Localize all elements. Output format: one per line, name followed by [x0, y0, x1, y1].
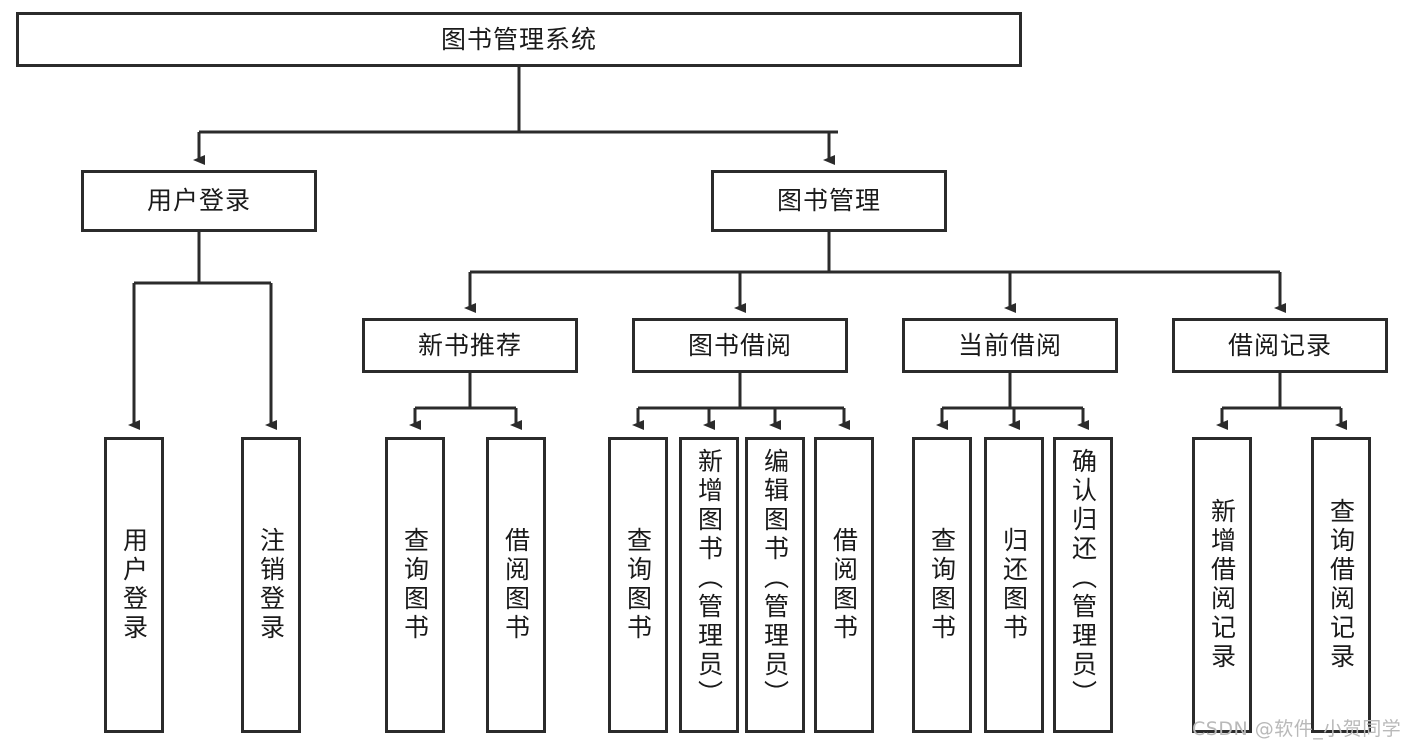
node-current-borrow[interactable]: 当前借阅: [902, 318, 1118, 373]
node-new-book-rec-label: 新书推荐: [417, 330, 522, 360]
node-leaf-add-book-admin-label: 新增图书（管理员）: [694, 448, 724, 709]
node-borrow-record-label: 借阅记录: [1227, 330, 1332, 360]
node-leaf-return-book[interactable]: 归还图书: [984, 437, 1044, 733]
node-borrow-record[interactable]: 借阅记录: [1172, 318, 1388, 373]
node-leaf-edit-book-admin-label: 编辑图书（管理员）: [760, 448, 790, 709]
node-user-login-label: 用户登录: [146, 186, 251, 216]
node-leaf-query-book-borrow-label: 查询图书: [623, 527, 653, 643]
node-leaf-query-book-rec[interactable]: 查询图书: [385, 437, 445, 733]
node-leaf-add-book-admin[interactable]: 新增图书（管理员）: [679, 437, 739, 733]
node-leaf-user-login-label: 用户登录: [119, 527, 149, 643]
node-leaf-user-login[interactable]: 用户登录: [104, 437, 164, 733]
node-new-book-rec[interactable]: 新书推荐: [362, 318, 578, 373]
node-leaf-edit-book-admin[interactable]: 编辑图书（管理员）: [745, 437, 805, 733]
node-book-borrow-label: 图书借阅: [687, 330, 792, 360]
node-leaf-borrow-book-rec-label: 借阅图书: [501, 527, 531, 643]
node-leaf-return-book-label: 归还图书: [999, 527, 1029, 643]
node-leaf-confirm-return-admin-label: 确认归还（管理员）: [1068, 448, 1098, 709]
node-leaf-add-borrow-record-label: 新增借阅记录: [1207, 498, 1237, 672]
node-leaf-query-borrow-record-label: 查询借阅记录: [1326, 498, 1356, 672]
node-leaf-query-borrow-record[interactable]: 查询借阅记录: [1311, 437, 1371, 733]
node-leaf-user-logout-label: 注销登录: [256, 527, 286, 643]
csdn-watermark: CSDN @软件_小贺同学: [1192, 718, 1402, 740]
node-user-login[interactable]: 用户登录: [81, 170, 317, 232]
node-leaf-user-logout[interactable]: 注销登录: [241, 437, 301, 733]
node-root[interactable]: 图书管理系统: [16, 12, 1022, 67]
node-root-label: 图书管理系统: [440, 24, 597, 54]
node-leaf-query-book-rec-label: 查询图书: [400, 527, 430, 643]
node-leaf-borrow-book[interactable]: 借阅图书: [814, 437, 874, 733]
node-book-manage[interactable]: 图书管理: [711, 170, 947, 232]
node-current-borrow-label: 当前借阅: [957, 330, 1062, 360]
node-leaf-confirm-return-admin[interactable]: 确认归还（管理员）: [1053, 437, 1113, 733]
node-leaf-add-borrow-record[interactable]: 新增借阅记录: [1192, 437, 1252, 733]
node-leaf-query-book-borrow[interactable]: 查询图书: [608, 437, 668, 733]
node-book-manage-label: 图书管理: [776, 186, 881, 216]
node-leaf-query-book-current[interactable]: 查询图书: [912, 437, 972, 733]
node-book-borrow[interactable]: 图书借阅: [632, 318, 848, 373]
node-leaf-borrow-book-rec[interactable]: 借阅图书: [486, 437, 546, 733]
node-leaf-query-book-current-label: 查询图书: [927, 527, 957, 643]
node-leaf-borrow-book-label: 借阅图书: [829, 527, 859, 643]
